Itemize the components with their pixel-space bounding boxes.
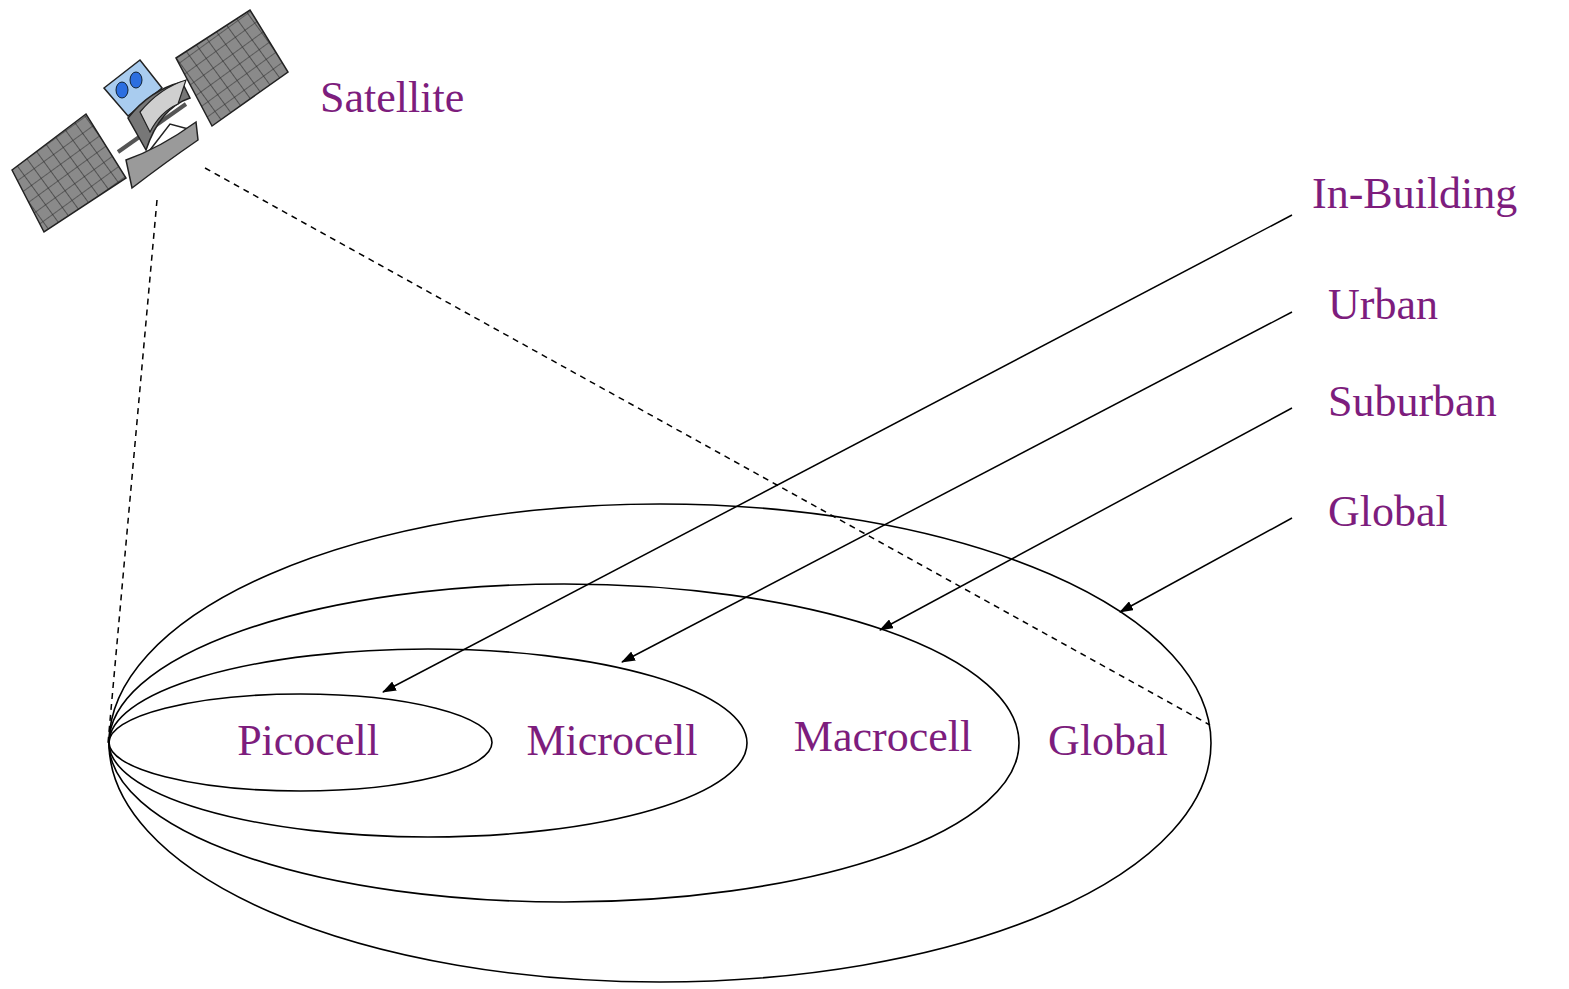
cell-label: Picocell xyxy=(237,719,379,763)
satellite-label: Satellite xyxy=(320,76,464,120)
cell-label: Microcell xyxy=(526,719,697,763)
environment-label: In-Building xyxy=(1312,172,1517,216)
coverage-ellipse: Picocell xyxy=(108,693,493,792)
environment-label: Global xyxy=(1328,490,1448,534)
coverage-ellipse: Microcell Picocell xyxy=(108,648,748,838)
cell-label: Global xyxy=(1048,719,1168,763)
leader-arrow xyxy=(383,215,1292,692)
coverage-ellipse: Global Macrocell Microcell Picocell xyxy=(108,503,1212,983)
leader-arrow xyxy=(1120,518,1292,612)
satellite-icon xyxy=(12,10,288,232)
coverage-line xyxy=(108,200,157,743)
leader-arrow xyxy=(880,408,1292,630)
coverage-line xyxy=(205,168,1210,725)
environment-label: Suburban xyxy=(1328,380,1497,424)
coverage-ellipse: Macrocell Microcell Picocell xyxy=(108,583,1020,903)
cell-label: Macrocell xyxy=(794,715,972,759)
environment-label: Urban xyxy=(1328,283,1438,327)
leader-arrow xyxy=(622,312,1292,662)
